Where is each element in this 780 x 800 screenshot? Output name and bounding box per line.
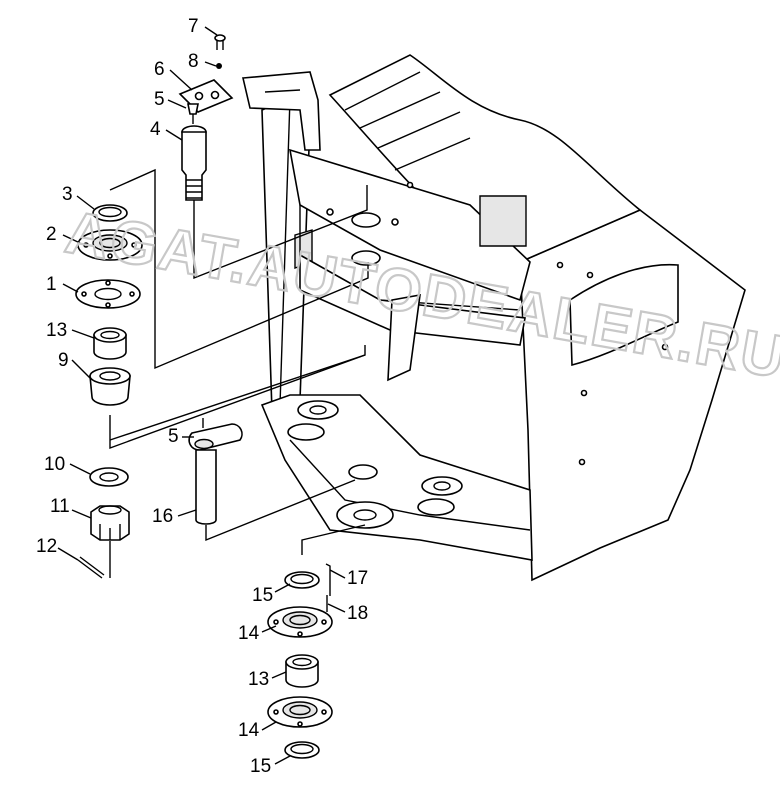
middle-parts <box>77 354 366 579</box>
part-3-ring <box>92 204 128 222</box>
leader-lines <box>57 26 346 765</box>
callout-5: 5 <box>154 89 165 110</box>
part-1-flange <box>75 279 141 309</box>
part-15-ring-lower <box>284 741 320 759</box>
callout-7: 7 <box>188 16 199 37</box>
upper-parts <box>75 34 369 450</box>
callout-13: 13 <box>46 320 67 341</box>
callout-10: 10 <box>44 454 65 475</box>
callout-12: 12 <box>36 536 57 557</box>
part-10-washer <box>89 467 129 487</box>
part-14-flange-lower <box>267 696 333 728</box>
lower-parts <box>267 524 366 759</box>
callout-2: 2 <box>46 224 57 245</box>
part-6-plate <box>178 79 234 113</box>
part-5-fitting-top <box>187 103 199 124</box>
part-8-washer <box>216 63 222 69</box>
callout-15: 15 <box>250 756 271 777</box>
part-13-bushing-lower <box>285 654 319 688</box>
part-9-sleeve <box>89 367 131 406</box>
callout-17: 17 <box>347 568 368 589</box>
callout-11: 11 <box>50 496 70 517</box>
callout-14: 14 <box>238 720 260 741</box>
part-17-pin <box>325 563 331 596</box>
part-2-flange <box>77 229 143 261</box>
callout-13: 13 <box>248 669 269 690</box>
callout-5: 5 <box>168 426 179 447</box>
part-12-cotter-pin <box>77 556 105 579</box>
callout-6: 6 <box>154 59 165 80</box>
callout-4: 4 <box>150 119 161 140</box>
callout-1: 1 <box>46 274 57 295</box>
part-11-castle-nut <box>90 505 130 541</box>
callout-14: 14 <box>238 623 260 644</box>
part-13-bushing-upper <box>93 327 127 360</box>
callout-8: 8 <box>188 51 199 72</box>
callout-9: 9 <box>58 350 69 371</box>
callout-16: 16 <box>152 506 173 527</box>
part-16-pin <box>188 423 243 525</box>
callout-18: 18 <box>347 603 368 624</box>
callout-15: 15 <box>252 585 273 606</box>
front-frame-body <box>242 54 746 582</box>
callout-labels: 7 8 6 5 4 3 2 1 13 9 5 10 16 11 12 17 15… <box>36 16 368 777</box>
part-7-bolt <box>214 34 226 50</box>
callout-3: 3 <box>62 184 73 205</box>
part-15-ring-upper <box>284 571 320 589</box>
part-4-pin <box>181 125 207 201</box>
part-14-flange-upper <box>267 606 333 638</box>
